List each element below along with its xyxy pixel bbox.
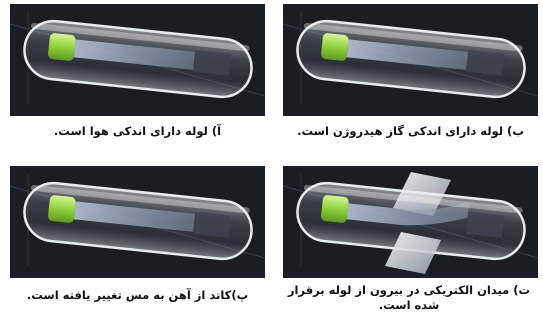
cathode-tube-panel-t [283,166,538,278]
cathode-ray-tube-illustration [10,4,265,116]
caption-panel-a: آ) لوله دارای اندکی هوا است. [10,124,265,139]
cathode-ray-tube-illustration [283,166,538,278]
cathode-tube-panel-p [10,166,265,278]
cathode-ray-tube-illustration [10,166,265,278]
caption-panel-b: ب) لوله دارای اندکی گاز هیدروژن است. [283,124,538,139]
cathode-tube-panel-b [283,4,538,116]
caption-panel-p: پ)کاتد از آهن به مس تغییر یافته است. [10,288,265,303]
cathode-ray-tube-illustration [283,4,538,116]
cathode-tube-panel-a [10,4,265,116]
caption-panel-t: ت) میدان الکتریکی در بیرون از لوله برقرا… [278,283,540,313]
